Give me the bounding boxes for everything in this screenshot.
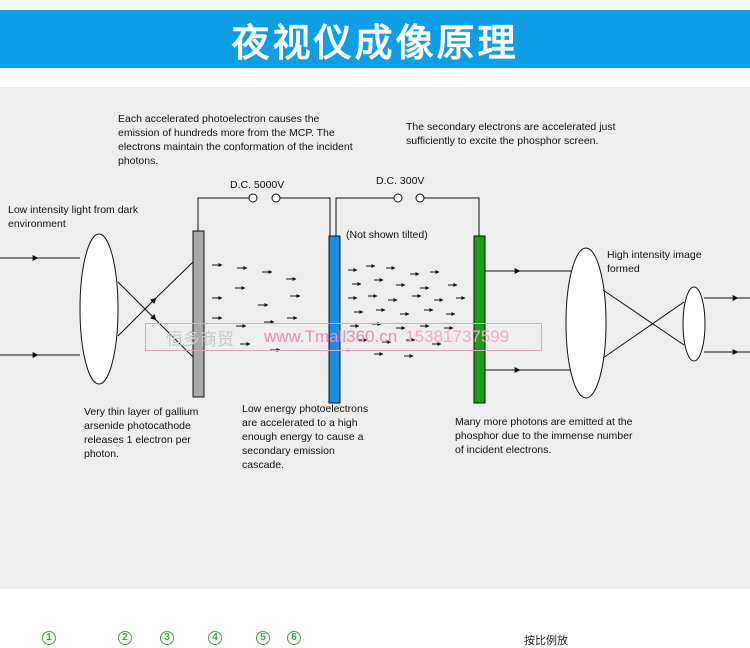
not-tilted-label: (Not shown tilted)	[346, 229, 428, 241]
watermark-phone: 15381737599	[405, 327, 510, 346]
step-number: 3	[160, 631, 174, 645]
photocathode-label: Very thin layer of gallium arsenide phot…	[84, 406, 199, 460]
mcp-note: Each accelerated photoelectron causes th…	[118, 113, 353, 167]
high-image-label: High intensity image formed	[607, 249, 702, 275]
page-title: 夜视仪成像原理	[231, 20, 519, 65]
photocathode-plate	[192, 230, 205, 398]
watermark-url: www.Tmall360.cn	[264, 327, 398, 346]
low-light-label: Low intensity light from dark environmen…	[8, 204, 139, 230]
watermark: 恒多商贸 www.Tmall360.cn 15381737599	[145, 323, 542, 351]
low-energy-label: Low energy photoelectrons are accelerate…	[242, 403, 369, 471]
title-banner: 夜视仪成像原理	[0, 10, 750, 68]
terminals	[248, 193, 425, 203]
secondary-electrons	[348, 264, 466, 358]
step-number: 2	[118, 631, 132, 645]
eyepiece-rays	[602, 289, 685, 359]
voltage-300: D.C. 300V	[376, 175, 425, 187]
many-photons-label: Many more photons are emitted at the pho…	[455, 416, 633, 456]
voltage-5000: D.C. 5000V	[230, 179, 285, 191]
incoming-light-rays	[0, 255, 80, 358]
footer-note: 按比例放	[524, 634, 568, 647]
exit-rays	[704, 295, 750, 355]
objective-lens	[79, 233, 119, 385]
step-number: 6	[287, 631, 301, 645]
output-rays	[485, 268, 572, 373]
step-number: 5	[256, 631, 270, 645]
phosphor-note: The secondary electrons are accelerated …	[406, 121, 616, 147]
photoelectrons	[212, 263, 301, 352]
phosphor-screen	[473, 235, 486, 404]
step-number: 4	[208, 631, 222, 645]
mcp-plate	[328, 235, 341, 404]
circuit-wires	[197, 197, 480, 236]
watermark-shop: 恒多商贸	[166, 329, 234, 350]
ocular-lens	[682, 286, 706, 362]
step-number: 1	[42, 631, 56, 645]
eyepiece-lens	[565, 247, 607, 399]
diagram-panel	[0, 87, 750, 589]
